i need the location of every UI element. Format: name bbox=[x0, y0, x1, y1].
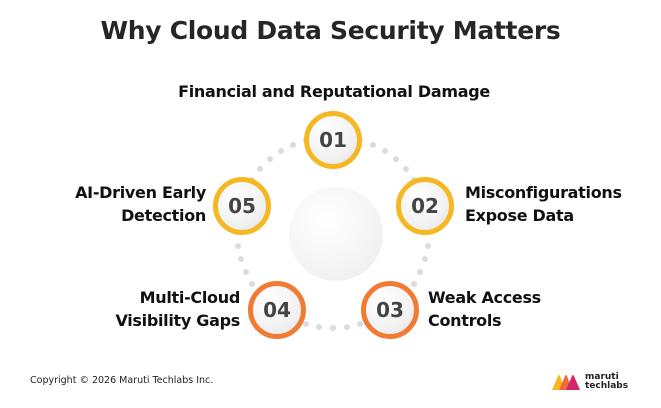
ring-dot bbox=[392, 156, 399, 163]
ring-dot bbox=[257, 166, 264, 173]
ring-dot bbox=[316, 324, 323, 331]
node-04-number: 04 bbox=[263, 298, 291, 322]
ring-dot bbox=[425, 242, 432, 249]
node-04: 04 bbox=[248, 281, 306, 339]
label-04: Multi-Cloud Visibility Gaps bbox=[40, 286, 240, 332]
node-03: 03 bbox=[361, 281, 419, 339]
center-sphere bbox=[289, 187, 383, 281]
label-01-text: Financial and Reputational Damage bbox=[178, 82, 490, 101]
logo-text-line2: techlabs bbox=[585, 381, 629, 391]
node-01: 01 bbox=[304, 111, 362, 169]
logo-mark-icon bbox=[552, 375, 580, 390]
ring-dot bbox=[242, 268, 249, 275]
label-02-line2: Expose Data bbox=[465, 206, 574, 225]
ring-dot bbox=[422, 256, 429, 263]
ring-dot bbox=[234, 242, 241, 249]
ring-dot bbox=[357, 321, 364, 328]
label-05: AI-Driven Early Detection bbox=[20, 181, 206, 227]
label-03-line1: Weak Access bbox=[428, 288, 541, 307]
ring-dot bbox=[417, 268, 424, 275]
ring-dot bbox=[249, 280, 256, 287]
label-05-line2: Detection bbox=[121, 206, 206, 225]
label-01: Financial and Reputational Damage bbox=[100, 80, 568, 103]
label-04-line2: Visibility Gaps bbox=[115, 311, 240, 330]
node-02: 02 bbox=[396, 177, 454, 235]
node-05: 05 bbox=[213, 177, 271, 235]
logo-text-line1: maruti bbox=[585, 372, 619, 382]
label-04-line1: Multi-Cloud bbox=[139, 288, 241, 307]
node-01-number: 01 bbox=[319, 128, 347, 152]
ring-dot bbox=[369, 141, 376, 148]
node-03-number: 03 bbox=[376, 298, 404, 322]
ring-dot bbox=[278, 148, 285, 155]
ring-dot bbox=[290, 141, 297, 148]
ring-dot bbox=[302, 321, 309, 328]
label-03-line2: Controls bbox=[428, 311, 502, 330]
ring-dot bbox=[237, 256, 244, 263]
page-title: Why Cloud Data Security Matters bbox=[100, 16, 561, 45]
ring-dot bbox=[381, 148, 388, 155]
label-05-line1: AI-Driven Early bbox=[75, 183, 206, 202]
ring-dot bbox=[267, 156, 274, 163]
node-02-number: 02 bbox=[411, 194, 439, 218]
copyright-text: Copyright © 2026 Maruti Techlabs Inc. bbox=[30, 375, 214, 386]
brand-logo: maruti techlabs bbox=[551, 373, 628, 391]
ring-dot bbox=[343, 324, 350, 331]
label-02: Misconfigurations Expose Data bbox=[465, 181, 622, 227]
label-02-line1: Misconfigurations bbox=[465, 183, 622, 202]
ring-dot bbox=[410, 280, 417, 287]
node-05-number: 05 bbox=[228, 194, 256, 218]
label-03: Weak Access Controls bbox=[428, 286, 541, 332]
ring-dot bbox=[402, 166, 409, 173]
ring-dot bbox=[330, 325, 336, 331]
